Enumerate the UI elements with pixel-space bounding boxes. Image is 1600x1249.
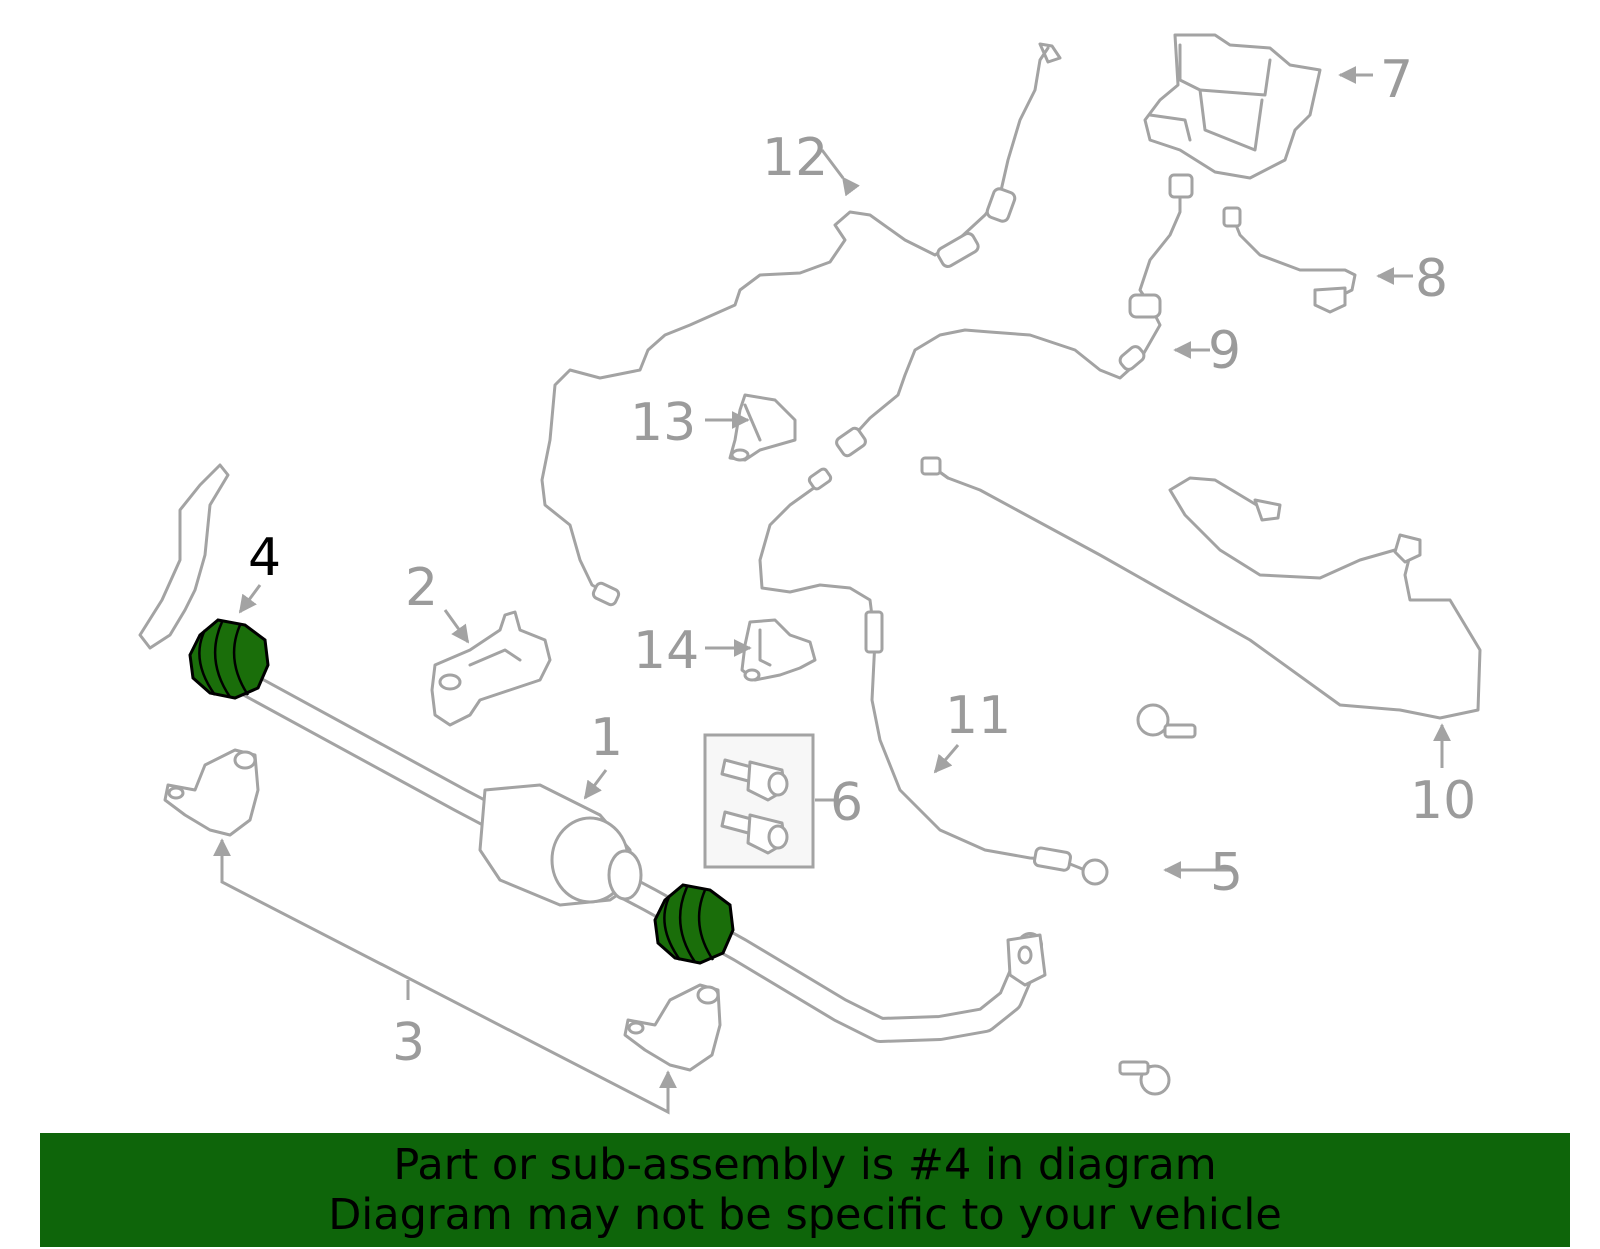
leader-lines <box>213 66 1451 1115</box>
callout-7: 7 <box>1380 50 1413 110</box>
part-6-bolts-kit[interactable] <box>703 733 815 869</box>
part-8-sensor-wire[interactable] <box>1222 206 1357 314</box>
callout-2: 2 <box>405 558 438 618</box>
callout-6: 6 <box>830 773 863 833</box>
callout-11: 11 <box>945 686 1011 746</box>
part-4-bushings[interactable] <box>188 618 735 965</box>
part-11-flex-hose[interactable] <box>758 467 1109 886</box>
part-5-stabilizer-link[interactable] <box>1118 703 1197 1096</box>
callout-labels: 12 7 8 9 13 14 2 4 1 11 6 5 10 3 <box>248 50 1476 1073</box>
part-2-bracket[interactable] <box>430 610 552 727</box>
callout-12: 12 <box>762 128 828 188</box>
callout-8: 8 <box>1415 249 1448 309</box>
part-12-brake-line[interactable] <box>540 42 1062 607</box>
banner-line-2: Diagram may not be specific to your vehi… <box>328 1190 1282 1240</box>
callout-3: 3 <box>392 1013 425 1073</box>
part-9-brake-hose[interactable] <box>835 173 1194 458</box>
part-13-bracket[interactable] <box>728 393 797 462</box>
bushing-left[interactable] <box>188 618 270 700</box>
callout-13: 13 <box>630 393 696 453</box>
callout-1: 1 <box>590 708 623 768</box>
part-14-bracket[interactable] <box>740 618 817 682</box>
callout-5: 5 <box>1210 843 1243 903</box>
part-3-bushing-brackets[interactable] <box>163 748 722 1072</box>
callout-4: 4 <box>248 528 281 588</box>
bushing-right[interactable] <box>653 883 735 965</box>
callout-10: 10 <box>1410 771 1476 831</box>
callout-14: 14 <box>633 621 699 681</box>
part-10-speed-sensor[interactable] <box>920 456 1482 720</box>
part-7-abs-module[interactable] <box>1143 33 1322 180</box>
info-banner: Part or sub-assembly is #4 in diagram Di… <box>40 1133 1570 1247</box>
callout-9: 9 <box>1208 321 1241 381</box>
part-1-stabilizer-bar[interactable] <box>138 463 1047 1043</box>
banner-line-1: Part or sub-assembly is #4 in diagram <box>393 1140 1217 1190</box>
